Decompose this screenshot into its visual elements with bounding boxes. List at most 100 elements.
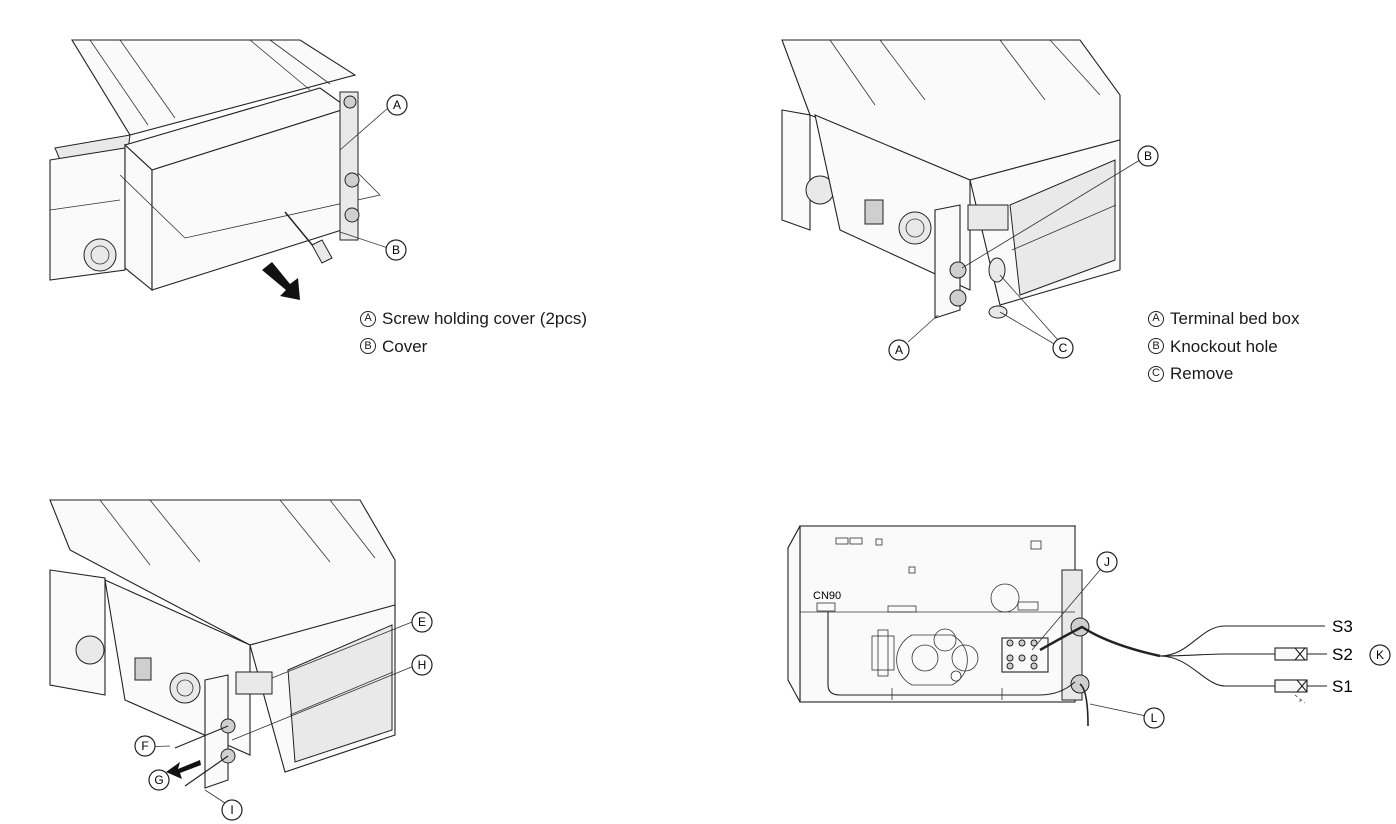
wire-s1-in [1159,655,1275,687]
svg-text:G: G [154,773,163,787]
terminal-bed-box [934,204,961,319]
marker-c-callout: C [1052,337,1074,359]
terminal-clamp [235,671,273,695]
panel-knockout: B C A A Terminal bed box B Knockout hole… [700,0,1396,400]
svg-text:F: F [141,739,148,753]
svg-text:K: K [1376,648,1384,662]
marker-h-callout: H [411,654,433,676]
unit-left-side [781,109,811,231]
wire-direction-arrow [166,760,201,779]
board-component [1017,601,1039,611]
wire-s3 [1159,625,1325,657]
panel-wire-routing: E H F G I [0,490,700,824]
wire-routing-illustration: E H F G I [49,499,433,821]
cover-end [124,143,153,292]
marker-k-callout: K [1369,644,1391,666]
board-component [835,537,849,545]
board-component [849,537,863,545]
filter-frame [1009,159,1116,296]
marker-b-callout: B [1137,145,1159,167]
wire-grommet [169,672,201,704]
svg-text:L: L [1151,711,1158,725]
marker-g-callout: G [148,769,170,791]
svg-text:B: B [1144,149,1152,163]
switch-s2 [1294,647,1306,661]
legend-text: Knockout hole [1170,336,1278,356]
legend-text: Cover [382,336,428,356]
svg-text:H: H [418,658,427,672]
board-component [908,566,916,574]
pull-direction-arrow [262,262,300,300]
legend-item: A Screw holding cover (2pcs) [360,305,587,333]
panel-cover-removal: A B A Screw holding cover (2pcs) B Cover [0,0,700,400]
cn90-label: CN90 [813,590,841,602]
unit-left-side [49,569,106,696]
legend-marker: B [360,338,376,355]
board-component [1030,540,1042,550]
board-capacitor [990,583,1020,613]
drain-port [83,238,117,272]
relay-component [864,199,884,225]
screwdriver-handle [311,239,333,264]
legend-item: A Terminal bed box [1148,305,1299,333]
board-box-side [787,525,801,703]
wire-label-s1: S1 [1332,677,1353,696]
relay-component [134,657,152,681]
legend-marker: B [1148,338,1164,355]
drain-port [75,635,105,665]
marker-i-callout: I [221,799,243,821]
knockout-hole [949,289,967,307]
control-cable [184,755,229,787]
wire-s2-in [1159,653,1275,657]
knockout-cluster [896,634,968,686]
legend-knockout: A Terminal bed box B Knockout hole C Rem… [1148,305,1299,388]
bracket [339,91,359,241]
svg-text:C: C [1059,341,1068,355]
board-component [887,605,917,613]
transformer [871,635,895,671]
legend-text: Screw holding cover (2pcs) [382,309,588,328]
fuse-s2 [1274,647,1308,661]
unit-top-panel [71,39,357,136]
legend-cover-removal: A Screw holding cover (2pcs) B Cover [360,305,587,360]
board-component [875,538,883,546]
knockout-illustration: B C A [781,39,1159,361]
power-cable [174,725,229,749]
svg-text:J: J [1104,555,1110,569]
marker-l-callout: L [1143,707,1165,729]
legend-marker: A [360,310,376,327]
svg-text:I: I [230,803,233,817]
removed-knockout [988,305,1008,319]
terminal-wiring-illustration: CN90 [787,525,1391,729]
legend-item: B Cover [360,333,587,361]
wire-label-s2: S2 [1332,645,1353,664]
svg-text:B: B [392,243,400,257]
svg-text:E: E [418,615,426,629]
marker-f-callout: F [134,735,156,757]
switch-s1 [1296,679,1308,693]
cover-removal-illustration: A B [49,39,408,300]
marker-b-callout: B [385,239,407,261]
terminal-clamp [967,204,1009,231]
control-board-face [814,114,971,291]
marker-j-callout: J [1096,551,1118,573]
svg-text:A: A [895,343,903,357]
marker-a-callout: A [386,94,408,116]
filter-frame [287,624,393,763]
ground-cable [1079,683,1089,727]
internal-cable [827,612,1076,696]
knockout-hole [949,261,967,279]
legend-marker: C [1148,365,1164,382]
legend-item: B Knockout hole [1148,333,1299,361]
svg-text:A: A [393,98,401,112]
wire-label-s3: S3 [1332,617,1353,636]
panel-terminal-wiring: CN90 [700,490,1396,824]
wire-grommet [898,211,932,245]
marker-a-callout: A [888,339,910,361]
control-board [799,525,1076,703]
legend-text: Terminal bed box [1170,309,1300,328]
main-cable [1039,625,1161,658]
marker-e-callout: E [411,611,433,633]
legend-item: C Remove [1148,360,1299,388]
cn90-connector [816,602,836,612]
